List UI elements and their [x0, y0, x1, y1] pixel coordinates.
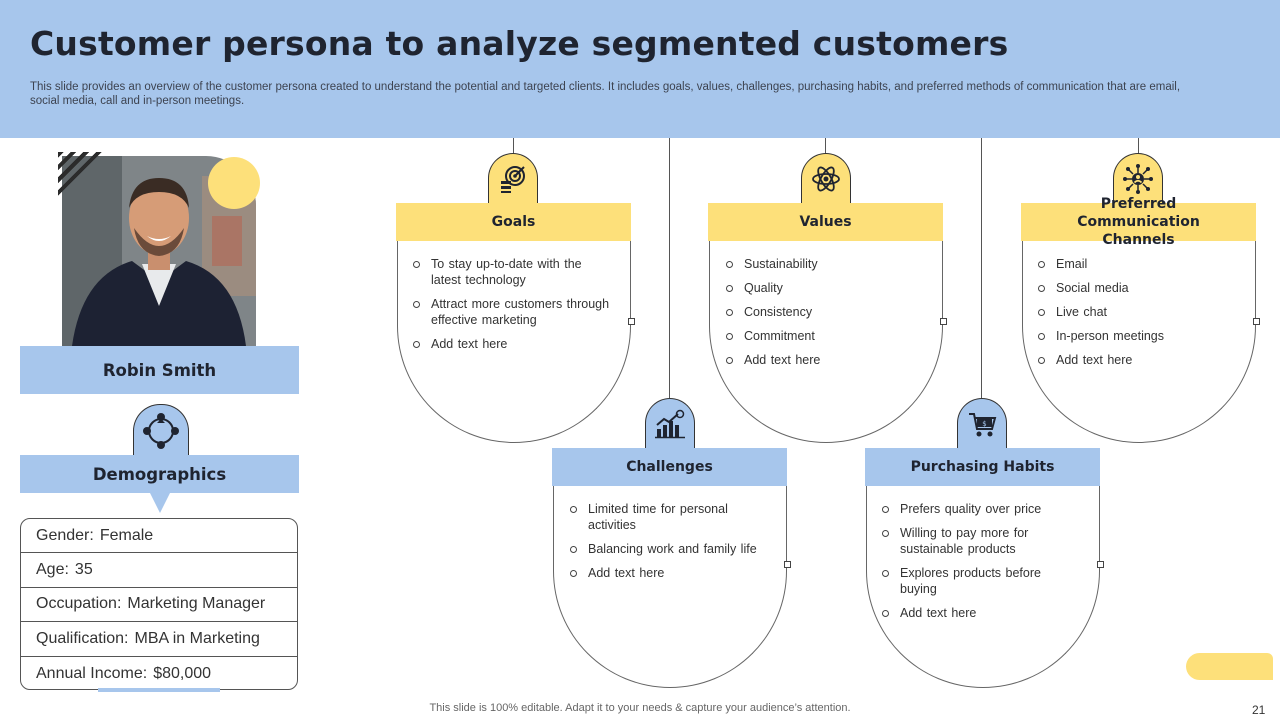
values-title: Values — [708, 203, 943, 241]
list-item: In-person meetings — [1037, 328, 1237, 344]
page-number: 21 — [1252, 703, 1266, 717]
goals-card-handle — [628, 318, 635, 325]
slide-footer: This slide is 100% editable. Adapt it to… — [429, 702, 851, 714]
network-person-icon — [1123, 163, 1153, 194]
goals-list: To stay up-to-date with the latest techn… — [412, 256, 612, 360]
people-cycle-icon — [143, 413, 179, 449]
demo-row-gender: Gender: Female — [21, 519, 297, 554]
list-item: Add text here — [725, 352, 925, 368]
list-item: Add text here — [881, 605, 1081, 621]
list-item: Email — [1037, 256, 1237, 272]
list-item: Explores products before buying — [881, 565, 1081, 597]
list-item: Add text here — [569, 565, 769, 581]
demographics-arrow — [150, 493, 170, 513]
list-item: Willing to pay more for sustainable prod… — [881, 525, 1081, 557]
connector-line — [981, 138, 982, 398]
list-item: Attract more customers through effective… — [412, 296, 612, 328]
list-item: To stay up-to-date with the latest techn… — [412, 256, 612, 288]
list-item: Balancing work and family life — [569, 541, 769, 557]
values-card-handle — [940, 318, 947, 325]
list-item: Quality — [725, 280, 925, 296]
demographics-title: Demographics — [20, 455, 299, 493]
connector-line — [825, 138, 826, 154]
demo-row-qualification: Qualification: MBA in Marketing — [21, 622, 297, 657]
connector-line — [669, 138, 670, 398]
goals-icon-holder — [488, 153, 538, 203]
demo-row-age: Age: 35 — [21, 553, 297, 588]
list-item: Sustainability — [725, 256, 925, 272]
challenges-title: Challenges — [552, 448, 787, 486]
connector-line — [513, 138, 514, 154]
growth-chart-icon — [655, 409, 685, 438]
decorative-yellow-tab — [1186, 653, 1273, 680]
communication-list: Email Social media Live chat In-person m… — [1037, 256, 1237, 376]
slide-title: Customer persona to analyze segmented cu… — [30, 24, 1009, 63]
list-item: Limited time for personal activities — [569, 501, 769, 533]
shopping-cart-icon: $ — [969, 412, 997, 436]
list-item: Prefers quality over price — [881, 501, 1081, 517]
purchasing-title: Purchasing Habits — [865, 448, 1100, 486]
connector-line — [1138, 138, 1139, 154]
challenges-icon-holder — [645, 398, 695, 448]
header-band — [0, 0, 1280, 138]
purchasing-icon-holder: $ — [957, 398, 1007, 448]
list-item: Live chat — [1037, 304, 1237, 320]
target-icon — [501, 165, 525, 193]
communication-title: Preferred Communication Channels — [1021, 196, 1256, 248]
list-item: Add text here — [412, 336, 612, 352]
list-item: Social media — [1037, 280, 1237, 296]
demographics-icon-holder — [133, 404, 189, 457]
list-item: Consistency — [725, 304, 925, 320]
demographics-table: Gender: Female Age: 35 Occupation: Marke… — [20, 518, 298, 690]
persona-name: Robin Smith — [20, 346, 299, 394]
demo-row-income: Annual Income: $80,000 — [36, 664, 212, 682]
communication-card-handle — [1253, 318, 1260, 325]
list-item: Add text here — [1037, 352, 1237, 368]
svg-text:$: $ — [982, 420, 986, 428]
demo-row-occupation: Occupation: Marketing Manager — [21, 588, 297, 623]
challenges-card-handle — [784, 561, 791, 568]
goals-title: Goals — [396, 203, 631, 241]
challenges-list: Limited time for personal activities Bal… — [569, 501, 769, 589]
atom-icon — [812, 166, 840, 191]
purchasing-card-handle — [1097, 561, 1104, 568]
decorative-yellow-circle — [208, 157, 260, 209]
demographics-accent-line — [98, 688, 220, 692]
communication-icon-holder — [1113, 153, 1163, 203]
purchasing-list: Prefers quality over price Willing to pa… — [881, 501, 1081, 629]
values-icon-holder — [801, 153, 851, 203]
slide-subtitle: This slide provides an overview of the c… — [30, 81, 1181, 107]
list-item: Commitment — [725, 328, 925, 344]
values-list: Sustainability Quality Consistency Commi… — [725, 256, 925, 376]
